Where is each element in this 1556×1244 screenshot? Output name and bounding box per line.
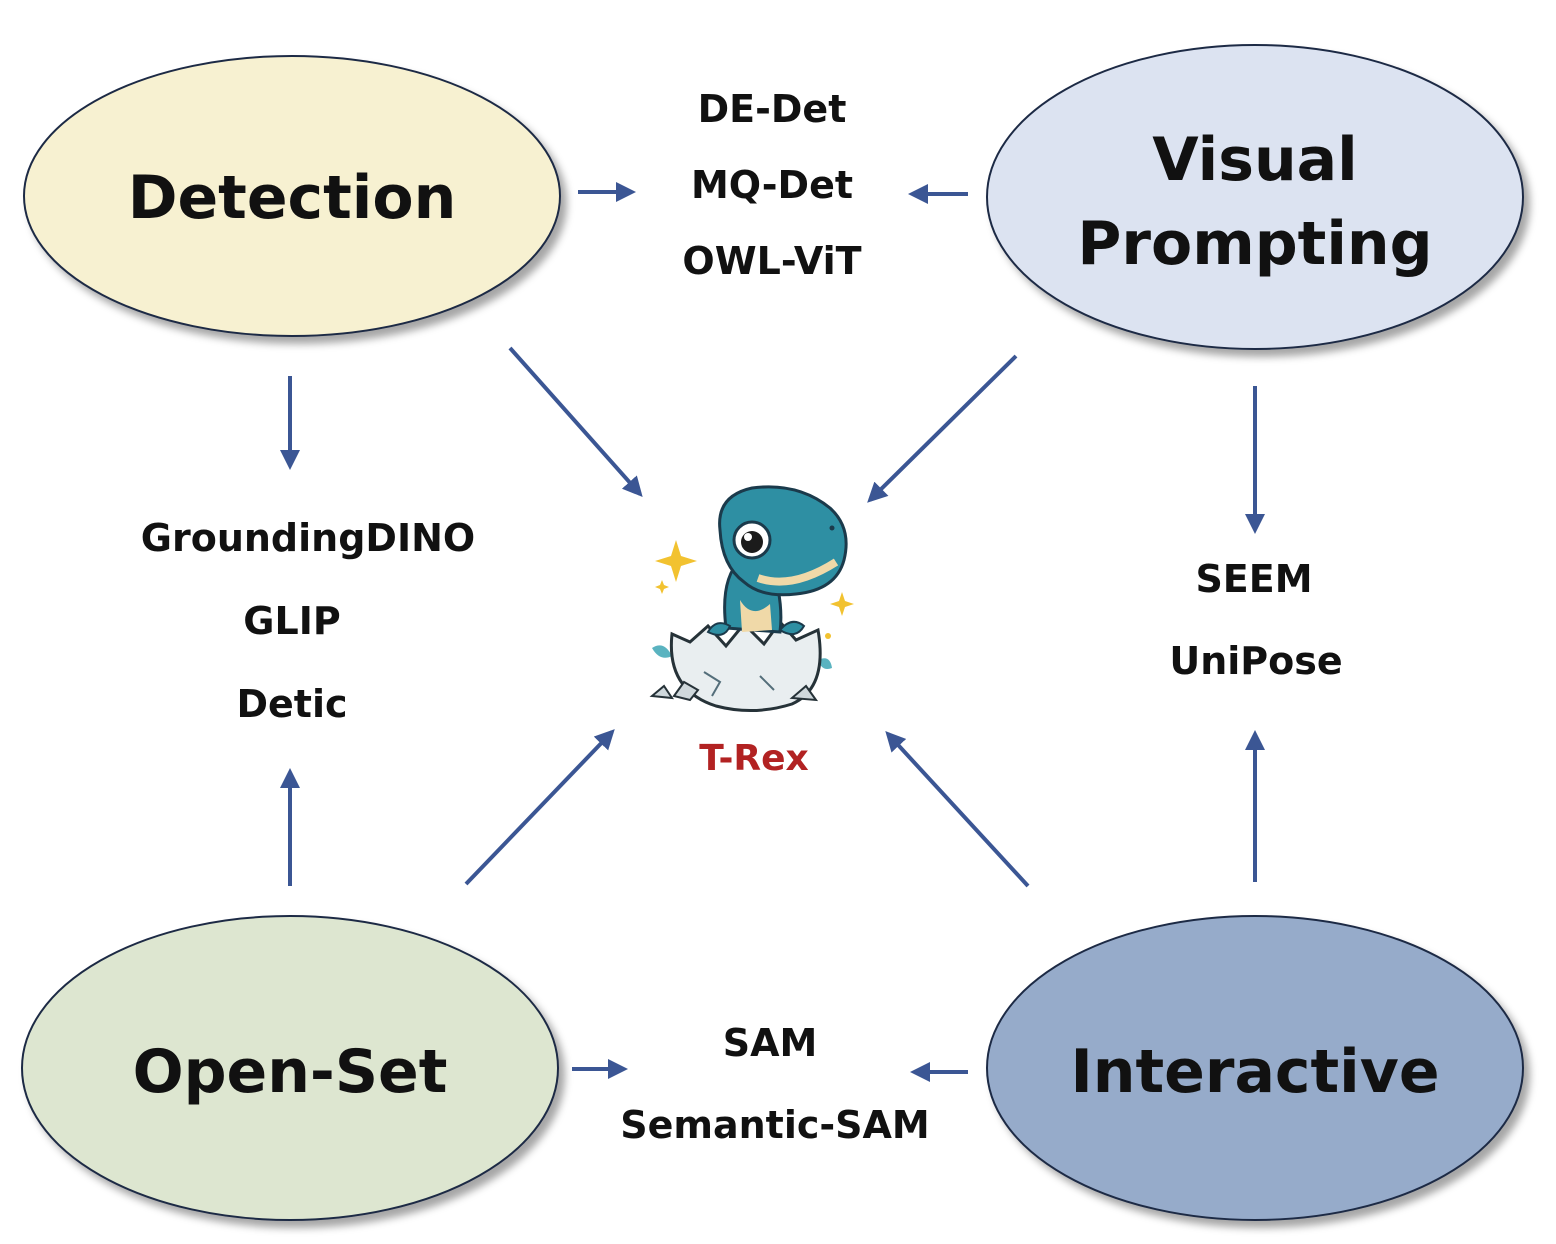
method-sam: SAM [723, 1021, 818, 1065]
method-groundingdino: GroundingDINO [141, 516, 475, 560]
dinosaur-hatching-egg-icon [649, 485, 854, 713]
arrow-interactive-to-trex [885, 731, 1030, 888]
interactive-label: Interactive [1070, 1037, 1439, 1107]
method-unipose: UniPose [1169, 639, 1342, 683]
method-owl-vit: OWL-ViT [682, 239, 861, 283]
right-method-list: SEEM UniPose [1169, 557, 1342, 683]
method-semantic-sam: Semantic-SAM [620, 1103, 930, 1147]
open-set-node [21, 915, 559, 1221]
detection-label: Detection [128, 163, 457, 233]
method-seem: SEEM [1195, 557, 1312, 601]
bottom-method-list: SAM Semantic-SAM [620, 1021, 930, 1147]
visual-prompting-label-line1: Visual [1152, 125, 1357, 195]
visual-prompting-label-line2: Prompting [1077, 209, 1432, 279]
arrow-visual-prompting-to-trex [867, 354, 1018, 503]
arrow-detection-to-trex [508, 346, 643, 497]
visual-prompting-node [986, 44, 1524, 350]
method-glip: GLIP [243, 599, 340, 643]
trex-label: T-Rex [699, 738, 809, 779]
detection-node [23, 55, 561, 337]
arrow-open-set-to-trex [464, 729, 615, 886]
method-detic: Detic [236, 682, 347, 726]
open-set-label: Open-Set [133, 1037, 448, 1107]
top-method-list: DE-Det MQ-Det OWL-ViT [682, 87, 861, 283]
method-de-det: DE-Det [698, 87, 847, 131]
interactive-node [986, 915, 1524, 1221]
left-method-list: GroundingDINO GLIP Detic [141, 516, 475, 726]
method-mq-det: MQ-Det [691, 163, 853, 207]
